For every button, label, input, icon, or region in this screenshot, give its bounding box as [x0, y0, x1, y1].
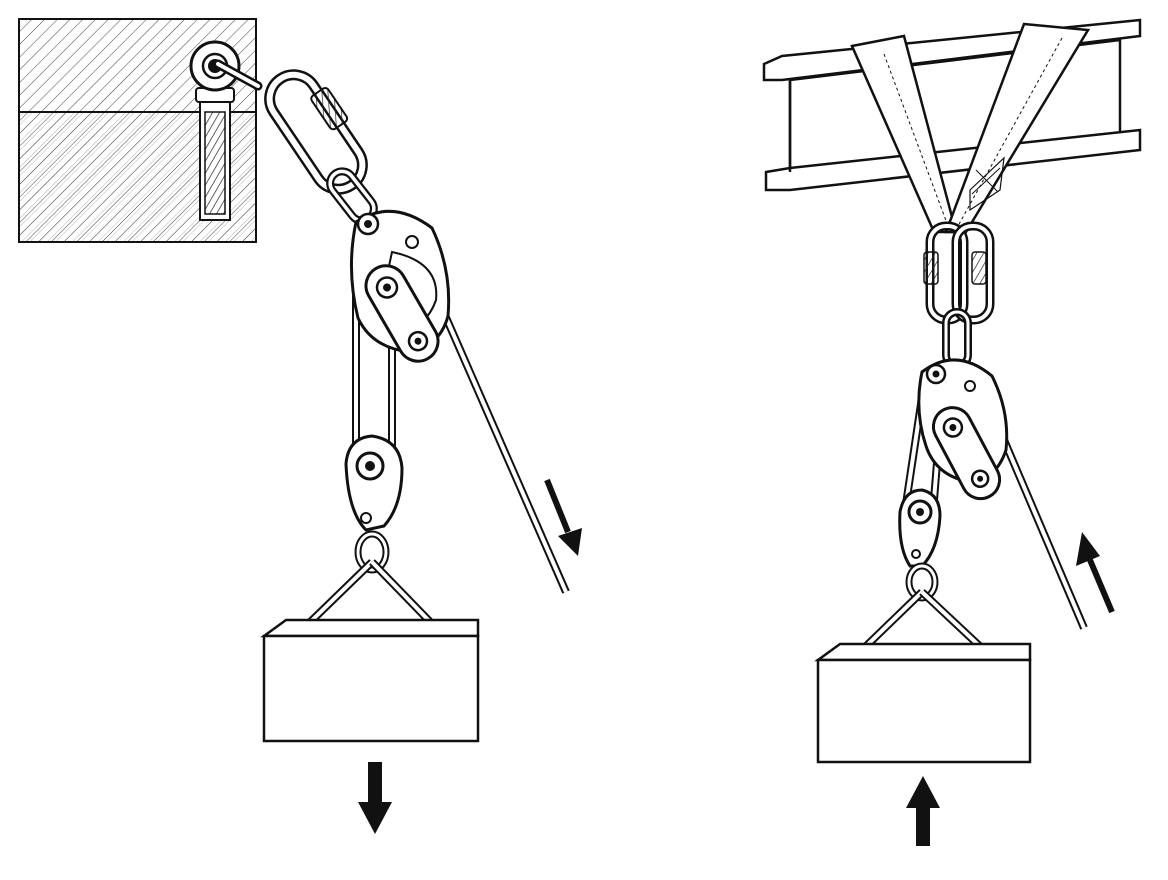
- pulley-icon: [350, 209, 451, 363]
- carabiner-pair-icon: [923, 221, 995, 325]
- load-box: [260, 618, 480, 743]
- lower-pulley-icon: [344, 434, 404, 532]
- carabiner-icon: [213, 59, 368, 195]
- pulley-right-icon: [917, 358, 1009, 501]
- right-panel: [762, 18, 1142, 846]
- lower-pulley-right-icon: [898, 488, 942, 568]
- rope-pull-arrow-down-icon: [544, 478, 582, 556]
- sling-icon: [850, 22, 1091, 234]
- arrow-up-icon: [906, 776, 940, 846]
- load-sling-right: [857, 562, 989, 655]
- left-panel: [18, 18, 582, 834]
- arrow-down-icon: [358, 762, 392, 834]
- i-beam: [762, 18, 1142, 192]
- load-box-right: [814, 642, 1032, 764]
- rope-pull-arrow-up-icon: [1076, 532, 1115, 614]
- load-sling: [299, 530, 441, 633]
